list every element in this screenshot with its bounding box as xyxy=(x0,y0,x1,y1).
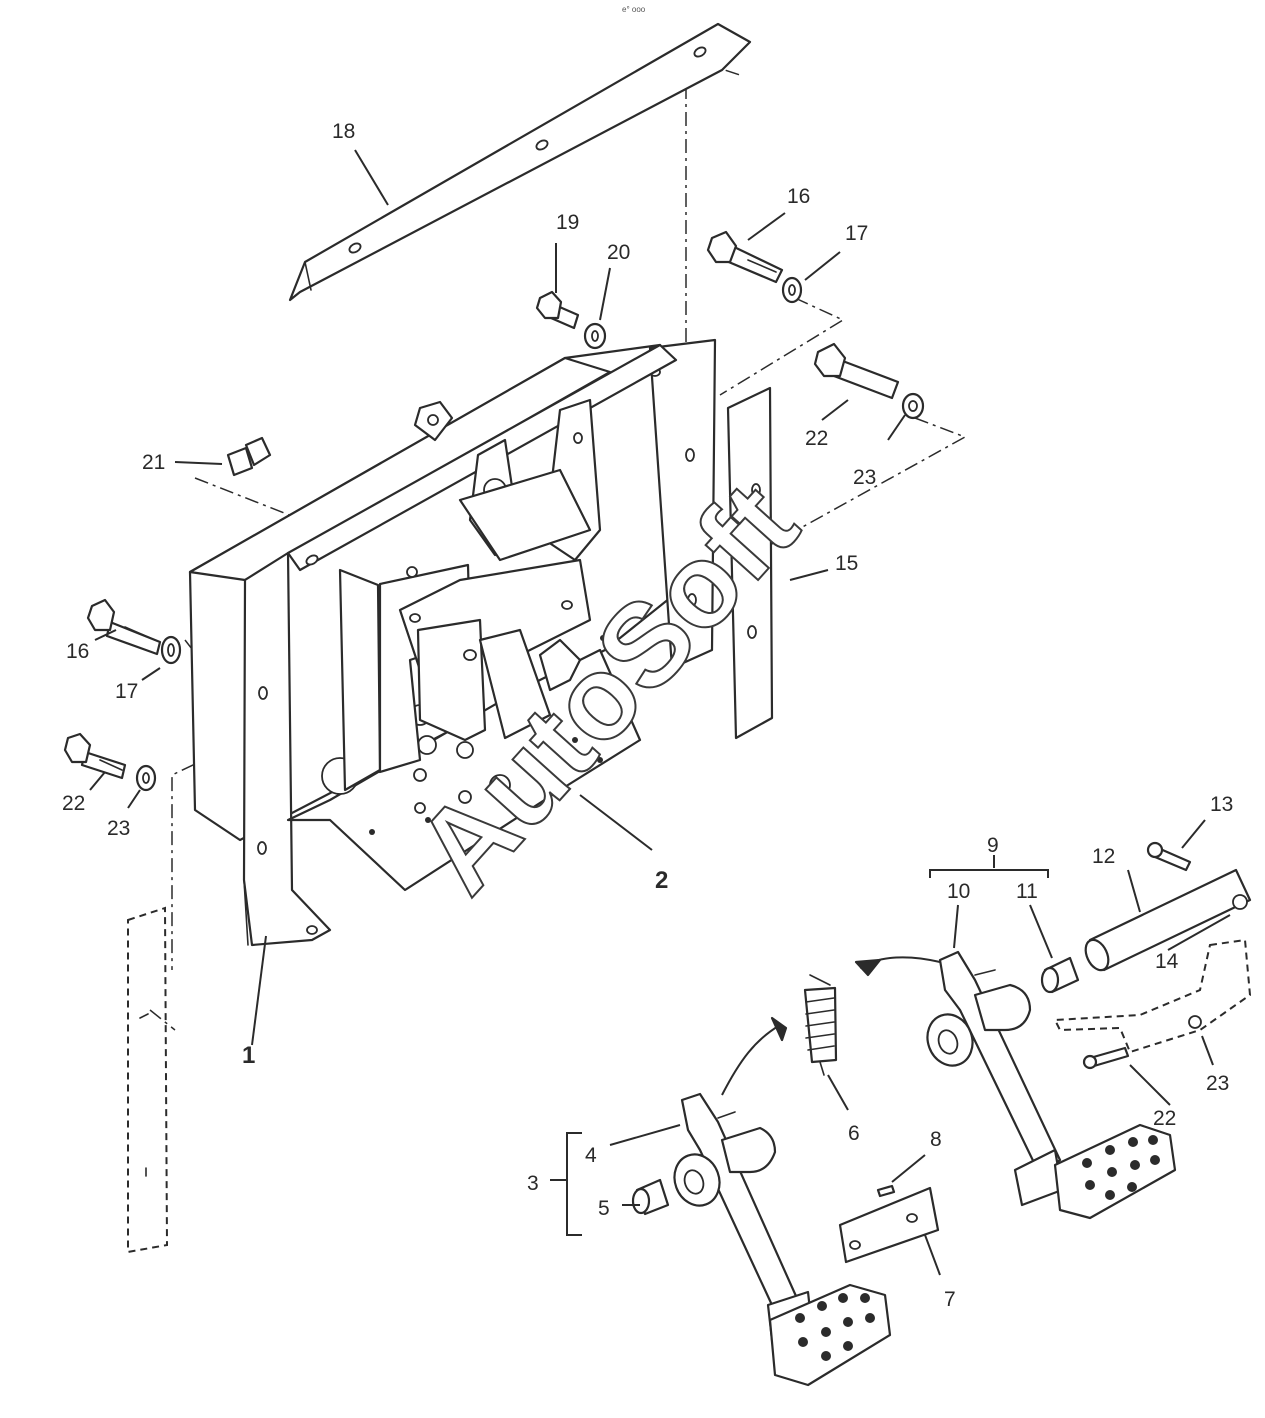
callout-1: 1 xyxy=(242,1042,255,1069)
callout-3: 3 xyxy=(527,1172,539,1195)
part-7-plate xyxy=(838,1186,940,1264)
callout-19: 19 xyxy=(556,211,579,234)
part-10-pedal-upper xyxy=(926,950,1177,1220)
part-18-top-strip xyxy=(288,22,752,302)
callout-12: 12 xyxy=(1092,845,1115,868)
callout-4: 4 xyxy=(585,1144,597,1167)
callout-labels: 18 19 20 16 17 22 23 21 15 16 17 22 23 2… xyxy=(62,120,1233,1311)
screw-19 xyxy=(535,290,580,330)
header-mark: e° ooo xyxy=(622,5,646,14)
bolt-22-left xyxy=(63,732,127,780)
callout-9: 9 xyxy=(987,834,999,857)
washer-17-right xyxy=(781,276,803,304)
callout-13: 13 xyxy=(1210,793,1233,816)
callout-14: 14 xyxy=(1155,950,1179,973)
part-8-pin xyxy=(876,1184,896,1198)
assembly-arrow-lower xyxy=(721,1024,781,1096)
part-2-centre-bracket xyxy=(398,398,602,742)
part-14-dashed-bracket xyxy=(1053,938,1252,1070)
callout-17-right: 17 xyxy=(845,222,868,245)
callout-18: 18 xyxy=(332,120,355,143)
callout-23-right: 23 xyxy=(853,466,876,489)
washer-17-left xyxy=(160,635,182,665)
callout-22-left: 22 xyxy=(62,792,85,815)
part-13-pin xyxy=(1146,841,1192,872)
callout-22-lower: 22 xyxy=(1153,1107,1176,1130)
callout-8: 8 xyxy=(930,1128,942,1151)
callout-2: 2 xyxy=(655,867,668,894)
callout-10: 10 xyxy=(947,880,970,903)
washer-20 xyxy=(583,322,607,350)
callout-21: 21 xyxy=(142,451,165,474)
callout-5: 5 xyxy=(598,1197,610,1220)
callout-16-left: 16 xyxy=(66,640,89,663)
leader-lines xyxy=(89,149,1231,1276)
bolt-16-left xyxy=(86,598,162,656)
callout-7: 7 xyxy=(944,1288,956,1311)
part-4-pedal-lower xyxy=(673,1092,892,1387)
callout-22-right: 22 xyxy=(805,427,828,450)
washer-23-left xyxy=(135,764,157,792)
bolt-16-right xyxy=(706,230,784,284)
callout-11: 11 xyxy=(1016,880,1038,903)
part-6-spring xyxy=(803,974,838,1076)
part-15-side-strip xyxy=(726,386,774,740)
fitting-21 xyxy=(226,436,272,477)
part-5-bush xyxy=(631,1178,670,1216)
bolt-22-right xyxy=(813,342,900,400)
callout-23-left: 23 xyxy=(107,817,130,840)
washer-23-right xyxy=(901,392,925,420)
callout-17-left: 17 xyxy=(115,680,138,703)
callout-15: 15 xyxy=(835,552,858,575)
dashed-side-strip xyxy=(127,906,169,1254)
part-12-pedal-shaft xyxy=(1084,868,1252,972)
callout-16-right: 16 xyxy=(787,185,810,208)
callout-23-lower: 23 xyxy=(1206,1072,1229,1095)
callout-20: 20 xyxy=(607,241,630,264)
part-11-bush xyxy=(1040,956,1080,994)
callout-6: 6 xyxy=(848,1122,860,1145)
